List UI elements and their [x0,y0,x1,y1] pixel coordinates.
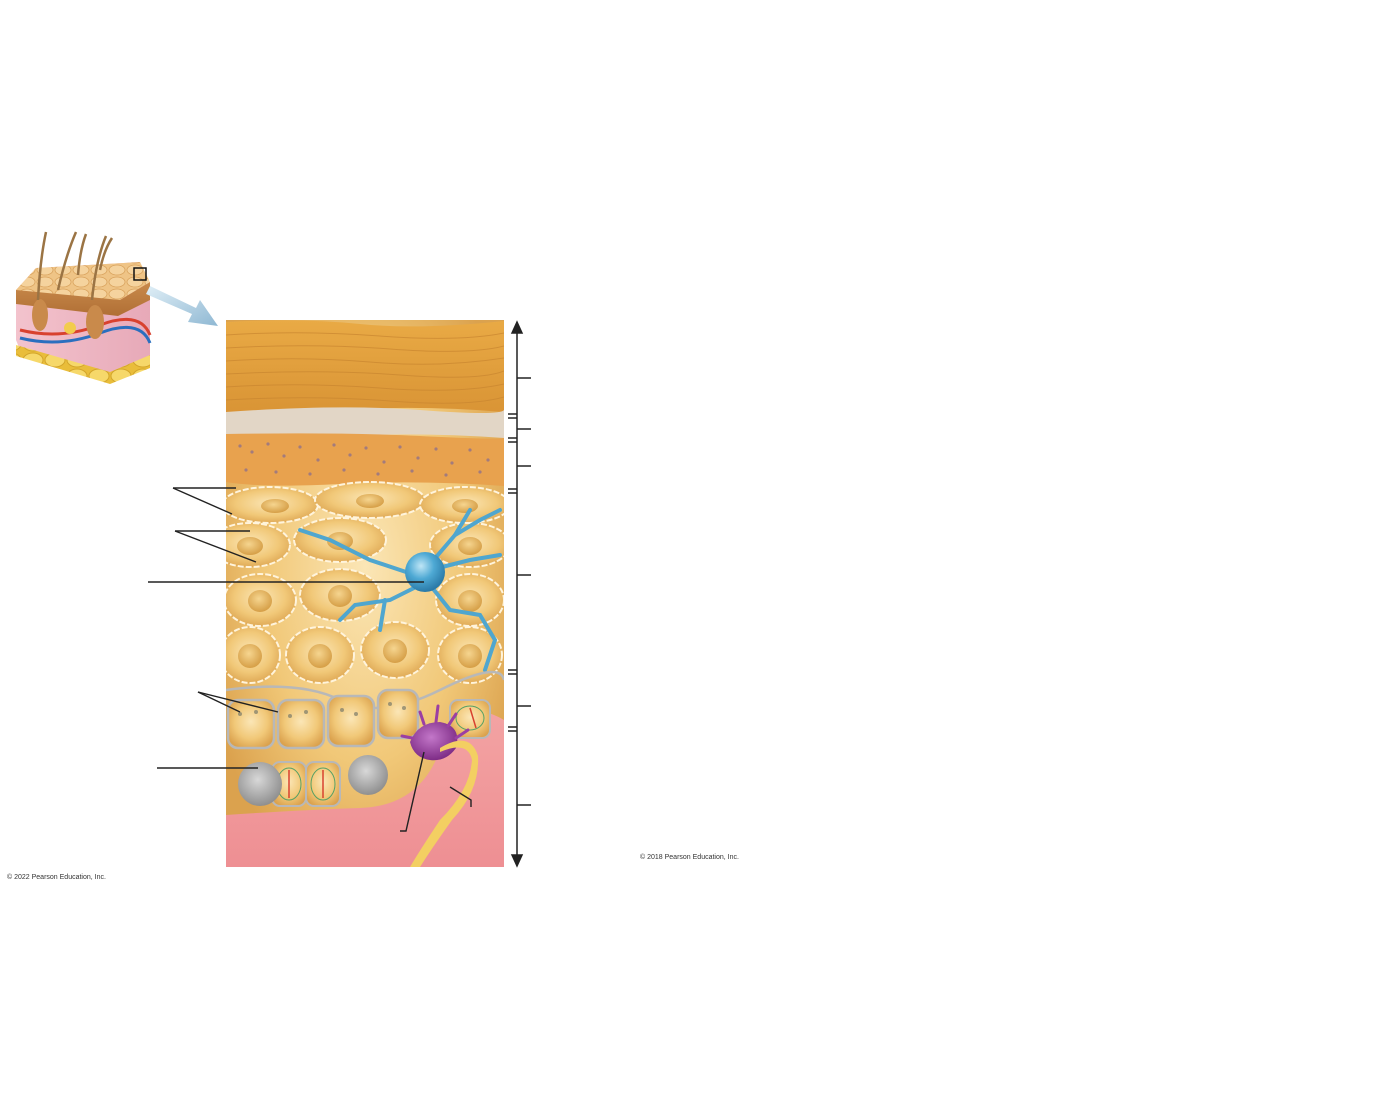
dermis [226,711,504,867]
thumbnail-skin-block [16,231,152,384]
tactile-cell [410,722,458,761]
copyright-credit-left: © 2022 Pearson Education, Inc. [7,874,106,881]
layer-scale [508,320,531,868]
epidermis-closeup [226,320,504,867]
sensory-nerve-ending [410,740,479,867]
dendritic-cell [405,552,445,592]
left-leader-lines [148,487,472,832]
magnify-arrow [146,286,218,326]
dendritic-cell-processes [298,508,502,672]
copyright-credit-right: © 2018 Pearson Education, Inc. [640,854,739,861]
stratum-granulosum [226,433,504,486]
melanocyte [348,755,388,795]
melanocyte [238,762,282,806]
stratum-basale [226,670,504,750]
stratum-lucidum [226,407,504,438]
zoom-region-box [133,267,147,281]
left-figure [16,231,531,868]
